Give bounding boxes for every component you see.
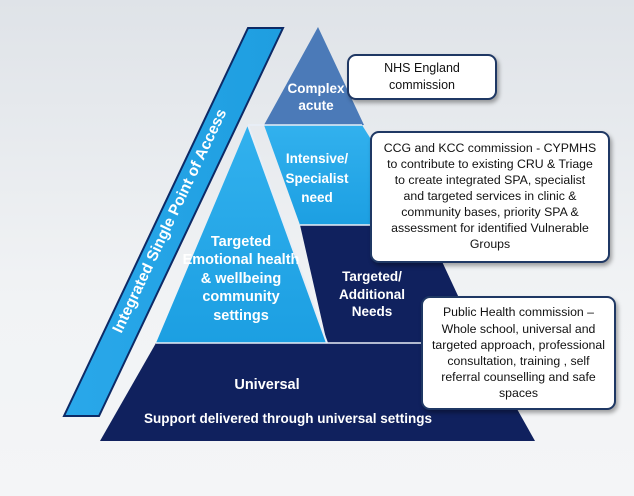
callout-line: assessment for identified Vulnerable bbox=[391, 220, 589, 235]
label-line: community bbox=[202, 289, 280, 306]
callout-line: Whole school, universal and bbox=[441, 321, 596, 336]
intensive-specialist-label: Intensive/ Specialist need bbox=[272, 149, 362, 208]
label-line: Needs bbox=[351, 304, 393, 320]
nhs-england-callout: NHS England commission bbox=[347, 54, 497, 100]
callout-line: community bases, priority SPA & bbox=[401, 204, 579, 219]
universal-subtitle: Support delivered through universal sett… bbox=[143, 411, 433, 426]
label-line: Specialist bbox=[285, 170, 349, 186]
label-line: & wellbeing bbox=[200, 270, 282, 287]
callout-line: consultation, training , self bbox=[447, 354, 590, 368]
callout-line: to contribute to existing CRU & Triage bbox=[387, 157, 593, 172]
callout-line: NHS England bbox=[384, 61, 460, 76]
label-line: Targeted/ bbox=[342, 269, 402, 284]
callout-line: Groups bbox=[469, 236, 511, 251]
label-line: acute bbox=[298, 97, 334, 113]
callout-line: referral counselling and safe bbox=[441, 370, 596, 385]
label-line: Emotional health bbox=[182, 252, 300, 269]
callout-line: targeted approach, professional bbox=[432, 337, 605, 352]
callout-line: to create integrated SPA, specialist bbox=[394, 173, 586, 188]
access-bar-shape bbox=[62, 27, 285, 417]
label-line: Targeted bbox=[210, 234, 272, 250]
targeted-emotional-tier-shape bbox=[156, 125, 327, 343]
callout-line: and targeted services in clinic & bbox=[403, 189, 577, 203]
targeted-emotional-label: Targeted Emotional health & wellbeing co… bbox=[178, 233, 304, 325]
label-line: settings bbox=[213, 307, 269, 324]
complex-acute-label: Complex acute bbox=[270, 81, 362, 115]
callout-line: CCG and KCC commission - CYPMHS bbox=[383, 141, 597, 156]
complex-acute-tier-shape bbox=[264, 27, 364, 125]
ccg-kcc-callout: CCG and KCC commission - CYPMHS to contr… bbox=[370, 131, 610, 263]
targeted-additional-label: Targeted/ Additional Needs bbox=[326, 268, 418, 321]
universal-title: Universal bbox=[234, 377, 300, 393]
label-line: Additional bbox=[339, 286, 405, 302]
tier-divider bbox=[247, 124, 328, 344]
label-line: Complex bbox=[287, 81, 345, 96]
public-health-callout: Public Health commission – Whole school,… bbox=[421, 296, 616, 410]
label-line: need bbox=[301, 190, 333, 206]
callout-line: spaces bbox=[499, 386, 538, 401]
callout-line: Public Health commission – bbox=[442, 305, 595, 320]
callout-line: commission bbox=[389, 78, 455, 92]
label-line: Intensive/ bbox=[285, 151, 349, 166]
